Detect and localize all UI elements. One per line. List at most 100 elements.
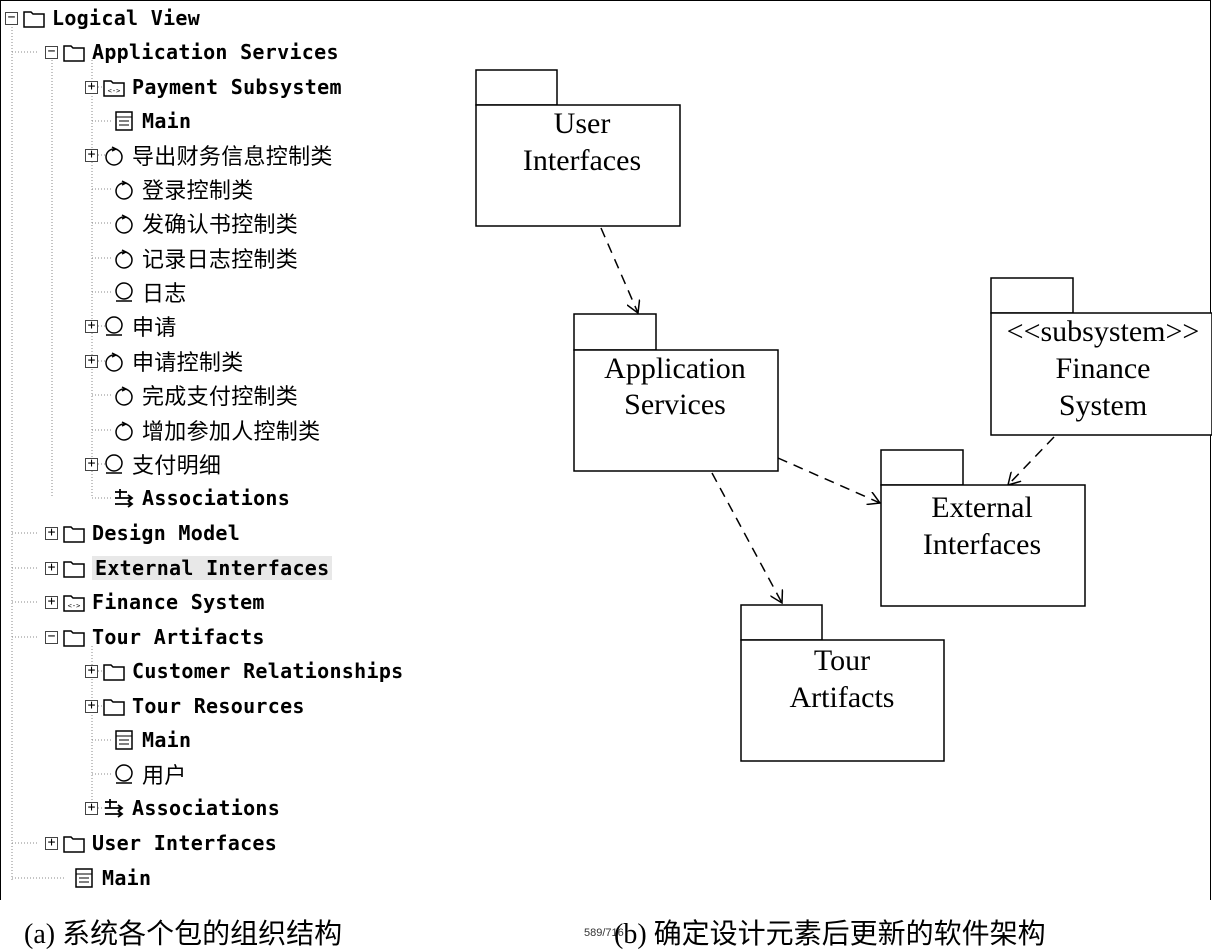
tree-node-payment-detail-entity[interactable]: + 支付明细 bbox=[85, 447, 221, 481]
expand-toggle[interactable]: + bbox=[85, 354, 98, 368]
entity-class-icon bbox=[105, 316, 123, 336]
package-application-services[interactable]: Application Services bbox=[573, 313, 779, 472]
expand-toggle[interactable]: + bbox=[85, 319, 98, 333]
tree-node-application-entity[interactable]: + 申请 bbox=[85, 309, 177, 343]
tree-node-main-app-services[interactable]: Main bbox=[98, 104, 191, 138]
tree-node-application-control[interactable]: + 申请控制类 bbox=[85, 344, 244, 378]
tree-node-label: 支付明细 bbox=[132, 454, 222, 479]
tree-node-label: Application Services bbox=[92, 40, 339, 64]
tree-node-label: Finance System bbox=[92, 590, 265, 614]
tree-node-label: 申请控制类 bbox=[132, 351, 244, 376]
package-user-interfaces[interactable]: User Interfaces bbox=[475, 69, 681, 227]
associations-icon bbox=[105, 799, 124, 818]
entity-class-icon bbox=[115, 282, 133, 302]
control-class-icon bbox=[115, 214, 133, 234]
tree-connector-lines bbox=[11, 24, 112, 880]
tree-node-label: 导出财务信息控制类 bbox=[132, 145, 333, 170]
tree-node-add-participant-control[interactable]: 增加参加人控制类 bbox=[98, 413, 320, 447]
tree-node-external-interfaces[interactable]: + External Interfaces bbox=[45, 551, 333, 585]
folder-icon bbox=[63, 630, 85, 647]
folder-icon bbox=[23, 11, 45, 28]
tree-node-main-tour-artifacts[interactable]: Main bbox=[98, 723, 191, 757]
expand-toggle[interactable]: + bbox=[85, 801, 98, 815]
package-diagram: User Interfaces Application Services <<s… bbox=[475, 69, 1212, 762]
tree-node-label: User Interfaces bbox=[92, 831, 278, 855]
caption-right: (b) 确定设计元素后更新的软件架构 bbox=[614, 919, 1046, 950]
folder-icon bbox=[63, 836, 85, 853]
package-name-line2: Artifacts bbox=[790, 681, 895, 714]
tree-node-label: 发确认书控制类 bbox=[142, 213, 299, 238]
tree-node-complete-payment-control[interactable]: 完成支付控制类 bbox=[98, 378, 298, 412]
tree-node-customer-relationships[interactable]: + Customer Relationships bbox=[85, 654, 404, 688]
tree-node-main-root[interactable]: Main bbox=[58, 861, 151, 895]
expand-toggle[interactable]: + bbox=[85, 148, 98, 162]
tree-node-label: 日志 bbox=[142, 282, 187, 307]
tree-node-design-model[interactable]: + Design Model bbox=[45, 516, 240, 550]
tree-node-user-interfaces[interactable]: + User Interfaces bbox=[45, 826, 277, 860]
dependency-finance-to-external-interfaces bbox=[1008, 436, 1055, 485]
tree-node-log-entity[interactable]: 日志 bbox=[98, 275, 187, 309]
tree-node-tour-artifacts[interactable]: − Tour Artifacts bbox=[45, 620, 265, 654]
tree-node-payment-subsystem[interactable]: + <-> Payment Subsystem bbox=[85, 70, 342, 104]
tree-node-label: Design Model bbox=[92, 521, 241, 545]
tree-node-associations-app-services[interactable]: Associations bbox=[98, 481, 290, 515]
tree-node-label: 记录日志控制类 bbox=[142, 248, 299, 273]
tree-node-export-finance-control[interactable]: + 导出财务信息控制类 bbox=[85, 138, 333, 172]
subsystem-folder-icon: <-> bbox=[103, 80, 125, 97]
package-finance-system[interactable]: <<subsystem>> Finance System bbox=[990, 277, 1212, 436]
browser-tree: − Logical View − Application Services + … bbox=[0, 0, 460, 900]
tree-node-associations-tour-artifacts[interactable]: + Associations bbox=[85, 791, 280, 825]
page-number: 589/716 bbox=[584, 927, 624, 939]
tree-node-finance-system[interactable]: + <-> Finance System bbox=[45, 585, 265, 619]
expand-toggle[interactable]: + bbox=[85, 664, 98, 678]
package-name-line2: Services bbox=[624, 388, 726, 421]
tree-node-tour-resources[interactable]: + Tour Resources bbox=[85, 689, 305, 723]
expand-toggle[interactable]: + bbox=[45, 526, 58, 540]
expand-toggle[interactable]: + bbox=[85, 457, 98, 471]
tree-node-login-control[interactable]: 登录控制类 bbox=[98, 172, 254, 206]
figure-frame bbox=[0, 0, 1211, 900]
folder-icon bbox=[63, 45, 85, 62]
collapse-toggle[interactable]: − bbox=[45, 45, 58, 59]
package-name-line2: Interfaces bbox=[923, 528, 1041, 561]
tree-node-label: Logical View bbox=[52, 6, 201, 30]
expand-toggle[interactable]: + bbox=[85, 699, 98, 713]
expand-toggle[interactable]: + bbox=[45, 836, 58, 850]
package-stereotype: <<subsystem>> bbox=[1007, 315, 1200, 348]
svg-text:<->: <-> bbox=[108, 87, 121, 95]
subsystem-folder-icon: <-> bbox=[63, 595, 85, 612]
control-class-icon bbox=[105, 352, 123, 372]
folder-icon bbox=[103, 699, 125, 716]
folder-icon bbox=[63, 561, 85, 578]
package-name-line1: User bbox=[554, 107, 611, 140]
class-diagram-icon bbox=[75, 868, 93, 888]
expand-toggle[interactable]: + bbox=[45, 561, 58, 575]
collapse-toggle[interactable]: − bbox=[45, 630, 58, 644]
tree-node-user-entity[interactable]: 用户 bbox=[98, 757, 187, 791]
package-tour-artifacts[interactable]: Tour Artifacts bbox=[740, 604, 945, 762]
expand-toggle[interactable]: + bbox=[45, 595, 58, 609]
collapse-toggle[interactable]: − bbox=[5, 11, 18, 25]
package-name-line1: Finance bbox=[1056, 352, 1151, 385]
entity-class-icon bbox=[105, 454, 123, 474]
package-name-line2: Interfaces bbox=[523, 144, 641, 177]
control-class-icon bbox=[115, 180, 133, 200]
control-class-icon bbox=[115, 249, 133, 269]
package-name-line1: Tour bbox=[814, 644, 870, 677]
tree-node-send-confirmation-control[interactable]: 发确认书控制类 bbox=[98, 206, 298, 240]
tree-node-label: Customer Relationships bbox=[132, 659, 404, 683]
tree-node-logical-view[interactable]: − Logical View bbox=[5, 1, 200, 35]
tree-node-label: 登录控制类 bbox=[142, 179, 254, 204]
tree-node-label: 增加参加人控制类 bbox=[142, 420, 321, 445]
package-external-interfaces[interactable]: External Interfaces bbox=[880, 449, 1086, 607]
folder-icon bbox=[103, 664, 125, 681]
control-class-icon bbox=[115, 421, 133, 441]
caption-left: (a) 系统各个包的组织结构 bbox=[24, 919, 343, 950]
tree-node-label: Tour Artifacts bbox=[92, 625, 265, 649]
dependency-app-services-to-tour-artifacts bbox=[711, 472, 782, 603]
tree-node-log-record-control[interactable]: 记录日志控制类 bbox=[98, 241, 298, 275]
tree-node-application-services[interactable]: − Application Services bbox=[45, 35, 339, 69]
expand-toggle[interactable]: + bbox=[85, 80, 98, 94]
tree-node-label: Tour Resources bbox=[132, 694, 305, 718]
tree-node-label: 用户 bbox=[142, 764, 187, 789]
